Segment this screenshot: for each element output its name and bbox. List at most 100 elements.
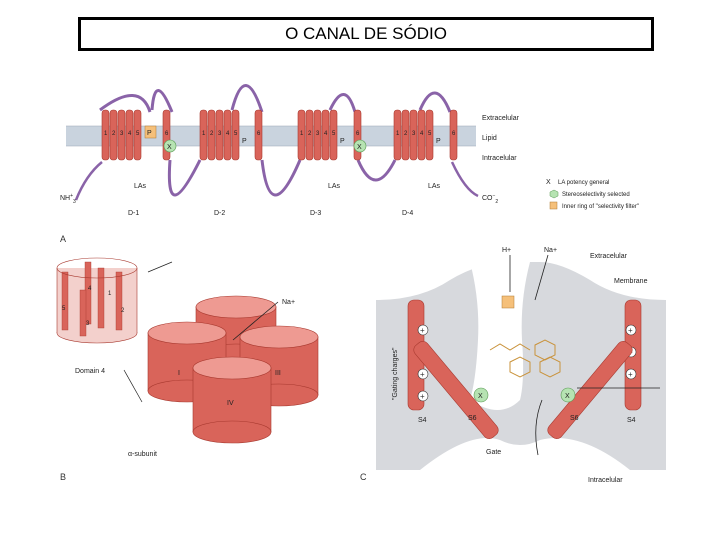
helix-num: 4 xyxy=(420,131,424,137)
na-label: Na+ xyxy=(282,299,295,306)
helix-num: 3 xyxy=(412,131,416,137)
roman-label: III xyxy=(275,370,281,377)
domain-4-helices xyxy=(393,109,458,161)
helix-num: 2 xyxy=(308,131,312,137)
helix-num: 2 xyxy=(121,308,125,314)
gating-charges-label: "Gating charges" xyxy=(392,347,399,400)
svg-text:+: + xyxy=(420,392,425,401)
x-marker: X xyxy=(473,387,489,403)
extracellular-loop xyxy=(99,94,152,113)
panel-letter-a: A xyxy=(60,234,66,244)
helix-num: 1 xyxy=(396,131,400,137)
helix-num: 1 xyxy=(104,131,108,137)
c-terminus xyxy=(450,161,479,198)
helix-num: 6 xyxy=(356,131,360,137)
helix-num: 1 xyxy=(202,131,206,137)
helix-num: 3 xyxy=(86,321,90,327)
helix-num: 4 xyxy=(226,131,230,137)
svg-text:X: X xyxy=(167,144,172,151)
s6-label: S6 xyxy=(570,415,579,422)
domain-4-label: Domain 4 xyxy=(75,368,105,375)
svg-text:X: X xyxy=(357,144,362,151)
legend-x-icon: X xyxy=(546,179,551,186)
helix-num: 5 xyxy=(136,131,140,137)
svg-text:+: + xyxy=(420,370,425,379)
helix-num: 5 xyxy=(234,131,238,137)
legend-hex-icon xyxy=(549,189,559,199)
helix-num: 3 xyxy=(218,131,222,137)
x-marker: X xyxy=(353,139,367,153)
drug-molecule xyxy=(489,339,561,378)
helix-num: 6 xyxy=(165,131,169,137)
domain-label: D-4 xyxy=(402,210,413,217)
n-terminus xyxy=(74,161,103,201)
c-terminus-label: CO−2 xyxy=(482,193,498,205)
h-plus-label: H+ xyxy=(502,247,511,254)
helix-num: 2 xyxy=(112,131,116,137)
helix-num: 3 xyxy=(316,131,320,137)
domain-label: D-3 xyxy=(310,210,321,217)
helix-num: 1 xyxy=(108,291,112,297)
intracellular-label: Intracelular xyxy=(482,155,517,162)
gate-label: Gate xyxy=(486,449,501,456)
panel-letter-c: C xyxy=(360,472,367,482)
lipid-label: Lipid xyxy=(482,135,497,142)
s6-label: S6 xyxy=(468,415,477,422)
svg-text:+: + xyxy=(420,326,425,335)
na-plus-label: Na+ xyxy=(544,247,557,254)
roman-label: IV xyxy=(227,400,234,407)
cylinder-iv xyxy=(192,356,272,444)
selectivity-filter-square xyxy=(501,295,515,309)
intracellular-loop xyxy=(167,159,202,197)
svg-text:X: X xyxy=(565,393,570,400)
alpha-subunit-label: α-subunit xyxy=(128,451,157,458)
domain-3-helices xyxy=(297,109,362,161)
svg-text:X: X xyxy=(478,393,483,400)
legend: X LA potency general Stereoselectivity s… xyxy=(546,179,639,210)
na-arrow xyxy=(232,301,279,341)
gate-arrow xyxy=(535,399,543,456)
helix-num: 6 xyxy=(452,131,456,137)
p-label: P xyxy=(436,138,441,145)
x-marker: X xyxy=(560,387,576,403)
legend-text: LA potency general xyxy=(558,180,609,186)
helix-num: 5 xyxy=(332,131,336,137)
pointer-line xyxy=(123,369,143,403)
s6-helix-right xyxy=(547,341,633,439)
pointer-line xyxy=(147,261,173,273)
p-loop-square xyxy=(144,125,157,139)
na-arrow xyxy=(534,254,549,301)
s6-helix-left xyxy=(413,341,499,439)
helix-num: 3 xyxy=(120,131,124,137)
p-label: P xyxy=(242,138,247,145)
helix-num: 5 xyxy=(428,131,432,137)
helix-num: 2 xyxy=(210,131,214,137)
membrane-label: Membrane xyxy=(614,278,648,285)
panel-c: H+ Na+ Extracelular Membrane + + + + + +… xyxy=(360,247,666,484)
s4-label: S4 xyxy=(418,417,427,424)
helix-num: 5 xyxy=(62,306,66,312)
svg-text:+: + xyxy=(628,370,633,379)
roman-label: I xyxy=(178,370,180,377)
page-title: O CANAL DE SÓDIO xyxy=(78,17,654,51)
helix-num: 6 xyxy=(257,131,261,137)
helix-num: 1 xyxy=(300,131,304,137)
pore xyxy=(470,262,530,410)
domain-2-helices xyxy=(199,109,263,161)
s4-label: S4 xyxy=(627,417,636,424)
helix-num: 4 xyxy=(324,131,328,137)
panel-letter-b: B xyxy=(60,472,66,482)
legend-square-icon xyxy=(549,201,558,210)
svg-text:+: + xyxy=(628,326,633,335)
n-terminus-label: NH+3 xyxy=(60,193,76,205)
extracellular-label: Extracelular xyxy=(590,253,628,260)
p-label: P xyxy=(147,130,152,137)
helix-num: 4 xyxy=(128,131,132,137)
extracellular-label: Extracelular xyxy=(482,115,520,122)
intracellular-label: Intracelular xyxy=(588,477,623,484)
panel-a: 1 2 3 4 5 6 1 2 3 4 5 6 1 2 3 4 5 6 1 2 … xyxy=(60,84,639,244)
las-label: LAs xyxy=(134,183,147,190)
legend-text: Stereoselectivity selected xyxy=(562,192,630,198)
panel-b: 5 1 2 3 4 Domain 4 Na+ I xyxy=(56,257,319,482)
las-label: LAs xyxy=(428,183,441,190)
